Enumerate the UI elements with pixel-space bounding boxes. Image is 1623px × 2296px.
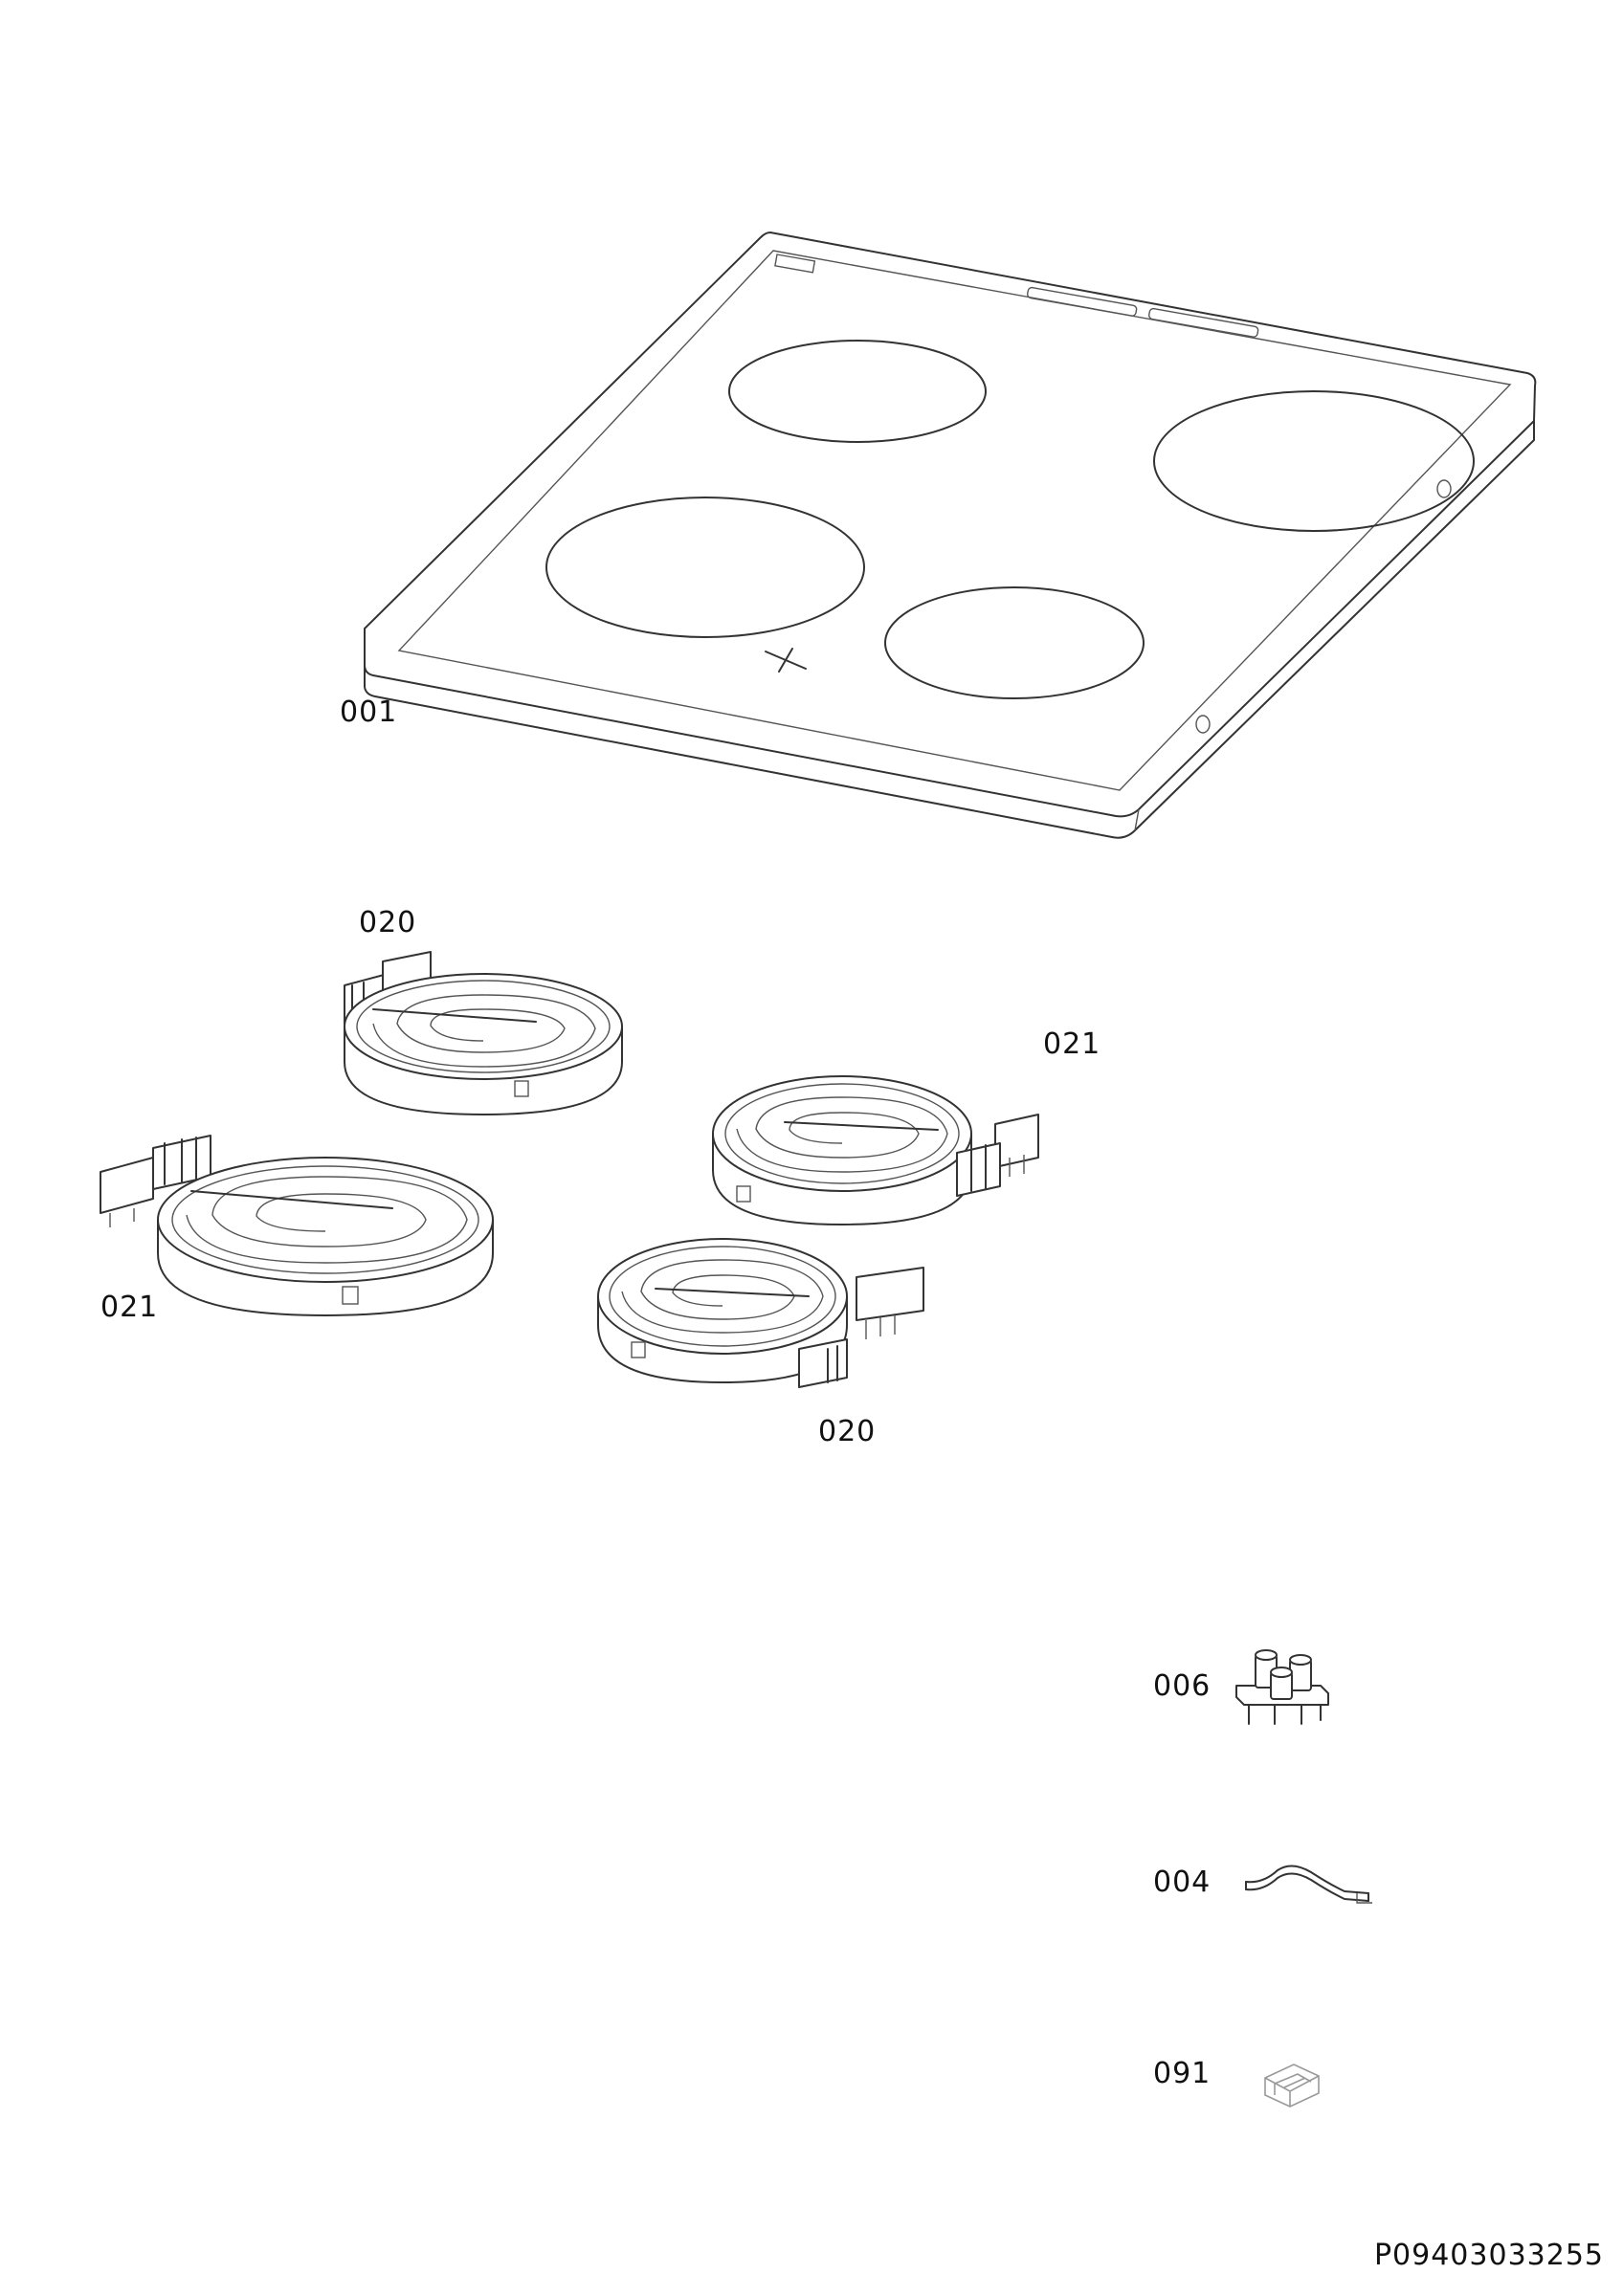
radiant-element-bottom: [597, 1238, 924, 1388]
callout-021-right: 021: [1043, 1027, 1101, 1061]
callout-091: 091: [1153, 2057, 1212, 2090]
callout-004: 004: [1153, 1866, 1212, 1899]
callout-006: 006: [1153, 1669, 1212, 1703]
clip: [1245, 1865, 1372, 1904]
radiant-element-right: [712, 1075, 1039, 1225]
callout-021-left: 021: [100, 1291, 159, 1324]
callout-020-bottom: 020: [818, 1415, 877, 1448]
radiant-element-left: [100, 1135, 494, 1316]
terminal-block: [1235, 1649, 1329, 1725]
document-number: P09403033255: [1373, 2239, 1604, 2272]
callout-001: 001: [340, 695, 398, 729]
small-part: [1264, 2064, 1320, 2108]
callout-020-top: 020: [359, 906, 417, 939]
radiant-element-top-left: [344, 951, 623, 1115]
hob-glass-top: [364, 232, 1537, 839]
